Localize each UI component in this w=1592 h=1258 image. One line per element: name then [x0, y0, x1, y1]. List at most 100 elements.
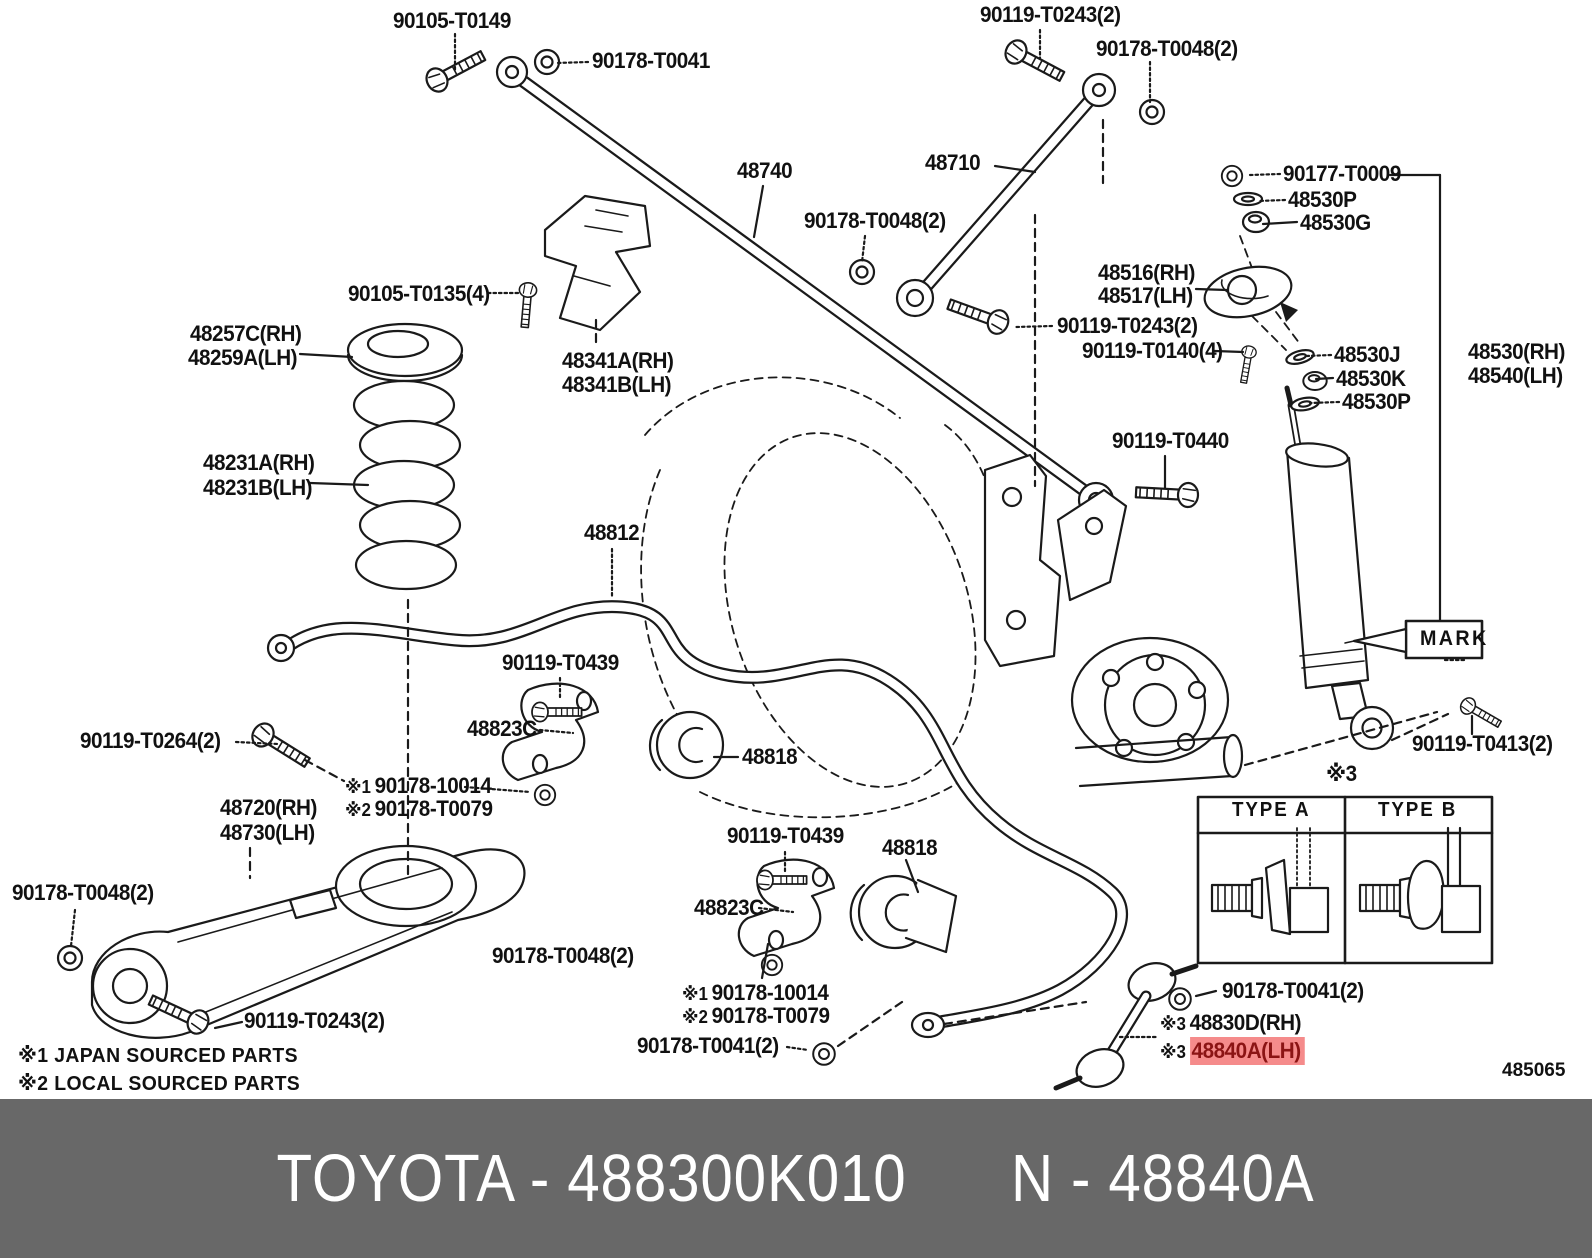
label-48740: 48740 — [737, 158, 793, 183]
label-90178-T0048-topright: 90178-T0048(2) — [1096, 36, 1238, 61]
label-48818-1: 48818 — [742, 744, 798, 769]
label-90119-T0140: 90119-T0140(4) — [1082, 338, 1223, 363]
diagram-line-art — [56, 28, 1505, 1091]
label-90119-T0439-1: 90119-T0439 — [502, 650, 619, 675]
label-90178-T0048-mid: 90178-T0048(2) — [804, 209, 946, 233]
diagram-number: 485065 — [1502, 1060, 1566, 1081]
label-90178-10014-2-text: 90178-10014 — [711, 980, 829, 1005]
label-48710: 48710 — [925, 151, 981, 175]
label-48812-text: 48812 — [584, 520, 640, 545]
mark-label: MARK — [1420, 628, 1489, 650]
label-48823C-2: 48823C — [694, 895, 764, 920]
label-48530J: 48530J — [1334, 342, 1401, 367]
label-90178-T0048-bottommid: 90178-T0048(2) — [492, 944, 634, 968]
label-90178-T0048-bottomleft: 90178-T0048(2) — [12, 880, 154, 905]
label-48823C-2-text: 48823C — [694, 895, 764, 920]
label-48517-LH-text: 48517(LH) — [1098, 283, 1193, 308]
label-90177-T0009: 90177-T0009 — [1283, 161, 1401, 186]
label-48830D-RH-marker: ※3 — [1160, 1014, 1186, 1034]
label-90178-T0041-bottommid-text: 90178-T0041(2) — [637, 1033, 779, 1058]
label-90119-T0439-2: 90119-T0439 — [727, 824, 844, 848]
footer-part-code: TOYOTA - 488300K010 — [276, 1141, 908, 1216]
mark-label-text: MARK — [1420, 627, 1489, 650]
label-90177-T0009-text: 90177-T0009 — [1283, 161, 1401, 186]
label-48530P-bottom: 48530P — [1342, 390, 1411, 414]
label-90119-T0243-mid-text: 90119-T0243(2) — [1057, 313, 1198, 338]
label-90119-T0243-bottom-text: 90119-T0243(2) — [244, 1008, 385, 1033]
label-90119-T0440: 90119-T0440 — [1112, 428, 1229, 453]
label-48259A-LH-text: 48259A(LH) — [188, 345, 298, 370]
label-48341B-LH: 48341B(LH) — [562, 372, 672, 397]
label-48341B-LH-text: 48341B(LH) — [562, 372, 672, 397]
label-48818-1-text: 48818 — [742, 744, 798, 769]
type-a-header: TYPE A — [1232, 800, 1310, 821]
label-90178-T0048-bottomleft-text: 90178-T0048(2) — [12, 880, 154, 905]
label-48257C-RH-text: 48257C(RH) — [190, 321, 302, 346]
label-90178-10014-1-text: 90178-10014 — [374, 773, 492, 798]
sourcing-note: ※2 LOCAL SOURCED PARTS — [18, 1073, 301, 1095]
label-90178-T0041-top-text: 90178-T0041 — [592, 48, 710, 73]
label-48840A-LH-text: 48840A(LH) — [1189, 1037, 1305, 1065]
label-48530P-top-text: 48530P — [1288, 187, 1357, 212]
label-48517-LH: 48517(LH) — [1098, 283, 1193, 308]
label-90119-T0140-text: 90119-T0140(4) — [1082, 338, 1223, 363]
label-90119-T0243-mid: 90119-T0243(2) — [1057, 313, 1198, 338]
label-48341A-RH-text: 48341A(RH) — [562, 348, 674, 373]
label-90119-T0243-bottom: 90119-T0243(2) — [244, 1008, 385, 1033]
label-48840A-LH-marker: ※3 — [1160, 1042, 1186, 1062]
label-90178-T0079-1-marker: ※2 — [345, 800, 371, 820]
type-table-marker-text: ※3 — [1326, 761, 1357, 786]
label-48530-RH: 48530(RH) — [1468, 339, 1565, 364]
label-90178-T0041-bottommid: 90178-T0041(2) — [637, 1033, 779, 1058]
type-a-header-text: TYPE A — [1232, 799, 1311, 821]
label-48530-RH-text: 48530(RH) — [1468, 339, 1565, 364]
label-90105-T0149: 90105-T0149 — [393, 9, 511, 33]
label-90119-T0243-topright: 90119-T0243(2) — [980, 2, 1121, 27]
label-48823C-1: 48823C — [467, 716, 537, 741]
type-b-header: TYPE B — [1378, 800, 1457, 821]
label-48720-RH-text: 48720(RH) — [220, 795, 317, 820]
label-48740-text: 48740 — [737, 158, 793, 183]
label-48530K-text: 48530K — [1336, 366, 1406, 391]
label-48530P-top: 48530P — [1288, 187, 1357, 212]
label-90178-T0079-1-text: 90178-T0079 — [374, 796, 493, 821]
label-90178-T0048-topright-text: 90178-T0048(2) — [1096, 36, 1238, 61]
label-48812: 48812 — [584, 520, 640, 545]
type-b-header-text: TYPE B — [1378, 799, 1458, 821]
label-48818-2: 48818 — [882, 836, 938, 860]
label-48730-LH-text: 48730(LH) — [220, 820, 315, 845]
label-48231B-LH: 48231B(LH) — [203, 476, 313, 500]
label-48823C-1-text: 48823C — [467, 716, 537, 741]
label-48231A-RH-text: 48231A(RH) — [203, 450, 315, 475]
label-90119-T0413-text: 90119-T0413(2) — [1412, 731, 1553, 756]
label-90105-T0135: 90105-T0135(4) — [348, 281, 490, 306]
label-48530J-text: 48530J — [1334, 342, 1401, 367]
label-90178-T0079-2-marker: ※2 — [682, 1007, 708, 1027]
label-48516-RH-text: 48516(RH) — [1098, 260, 1195, 285]
label-48516-RH: 48516(RH) — [1098, 260, 1195, 285]
label-90119-T0440-text: 90119-T0440 — [1112, 428, 1229, 453]
label-90178-T0041-top: 90178-T0041 — [592, 48, 710, 73]
label-48259A-LH: 48259A(LH) — [188, 345, 298, 370]
label-90178-T0079-2-text: 90178-T0079 — [711, 1003, 830, 1028]
footer-ref-code: N - 48840A — [1011, 1141, 1315, 1216]
label-48540-LH: 48540(LH) — [1468, 363, 1563, 388]
label-48540-LH-text: 48540(LH) — [1468, 363, 1563, 388]
label-48730-LH: 48730(LH) — [220, 820, 315, 845]
label-48830D-RH-text: 48830D(RH) — [1189, 1010, 1302, 1035]
label-48530K: 48530K — [1336, 366, 1406, 391]
label-90178-10014-1-marker: ※1 — [345, 777, 371, 797]
label-48341A-RH: 48341A(RH) — [562, 348, 674, 373]
footer-text: TOYOTA - 488300K010 N - 48840A — [277, 1140, 1315, 1217]
label-90119-T0243-topright-text: 90119-T0243(2) — [980, 2, 1121, 27]
label-90119-T0439-1-text: 90119-T0439 — [502, 650, 619, 675]
footer-bar: TOYOTA - 488300K010 N - 48840A — [0, 1099, 1592, 1258]
label-90105-T0135-text: 90105-T0135(4) — [348, 281, 490, 306]
label-48530G-text: 48530G — [1300, 210, 1371, 235]
type-table-marker: ※3 — [1326, 761, 1357, 786]
label-90119-T0413: 90119-T0413(2) — [1412, 731, 1553, 756]
